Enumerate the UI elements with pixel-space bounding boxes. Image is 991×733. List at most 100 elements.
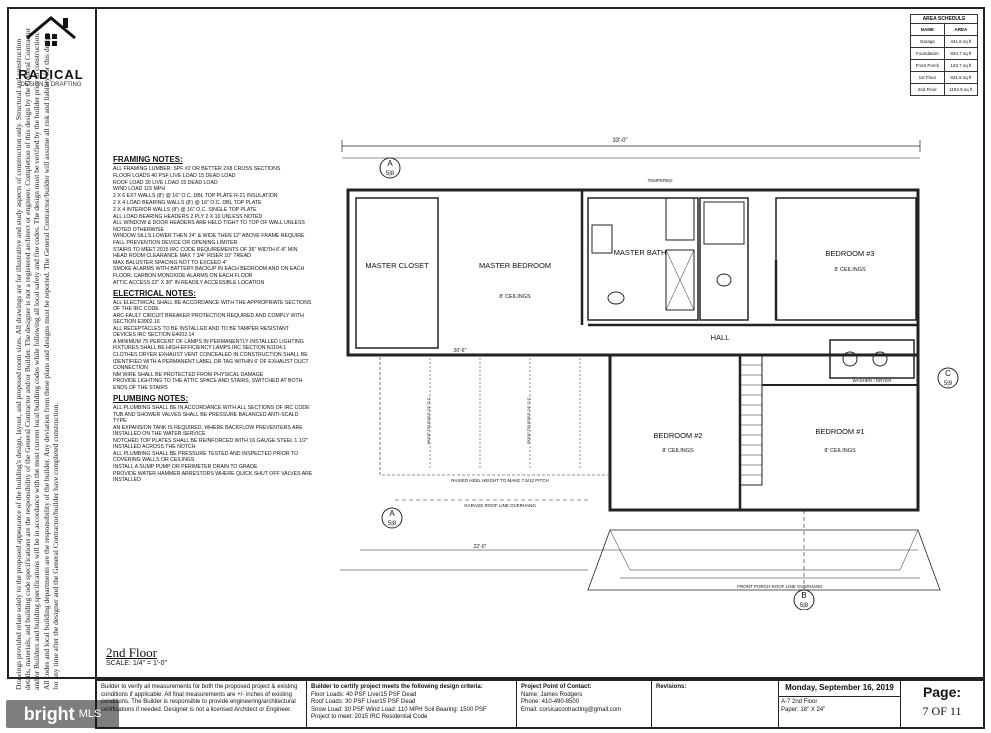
logo-name: RADICAL	[18, 67, 84, 82]
marker-sheet: 5|8	[800, 603, 809, 609]
framing-note: 2 X 4 LOAD BEARING WALLS (8') @ 16" O.C.…	[113, 199, 262, 206]
contact-title: Project Point of Contact:	[521, 684, 592, 690]
room-label-bedroom-2: BEDROOM #2	[653, 431, 702, 440]
area-value-cell: 123.7 sq ft	[943, 59, 979, 72]
electrical-note: ALL ELECTRICAL SHALL BE ACCORDANCE WITH …	[113, 299, 312, 313]
electrical-note: ALL RECEPTACLES TO BE INSTALLED AND TO B…	[113, 326, 289, 339]
area-value-cell: 441.6 sq ft	[943, 35, 979, 48]
contact-phone: Phone: 410-490-8500	[521, 699, 580, 705]
plumbing-note: AN EXPANSION TANK IS REQUIRED, WHERE BAC…	[113, 424, 303, 438]
drawing-frame	[95, 7, 985, 679]
framing-note: 2 X 4 INTERIOR WALLS (8') @ 16" O.C. SIN…	[113, 206, 257, 213]
framing-notes-list: ALL FRAMING LUMBER: SPF #2 OR BETTER 2X8…	[113, 166, 313, 286]
plumbing-note: ALL PLUMBING SHALL BE PRESSURE TESTED AN…	[113, 451, 298, 464]
section-marker-b-bottom: B 5|8	[793, 589, 815, 610]
framing-note: WIND LOAD 115 MPH	[113, 186, 166, 193]
area-name-cell: 2nd Floor	[910, 83, 945, 96]
garage-roof-note: GARAGE ROOF LINE OVERHANG	[464, 503, 536, 508]
area-value-cell: 931.8 sq ft	[943, 71, 979, 84]
marker-letter: B	[801, 591, 806, 600]
electrical-notes-title: ELECTRICAL NOTES:	[113, 288, 196, 298]
criteria-title: Builder to certify project meets the fol…	[311, 684, 483, 690]
framing-note: ATTIC ACCESS 22" X 30" IN READILY ACCESS…	[113, 279, 265, 286]
framing-note: FLOOR LOADS 40 PSF LIVE LOAD 15 DEAD LOA…	[113, 172, 236, 179]
framing-note: SMOKE ALARMS WITH BATTERY BACKUP IN EACH…	[113, 266, 305, 279]
plumbing-note: INSTALL A SUMP PUMP OR PERIMETER DRAIN T…	[113, 464, 258, 471]
framing-note: ALL WINDOW & DOOR HEADERS ARE HELD TIGHT…	[113, 220, 305, 233]
revisions-label: Revisions:	[656, 684, 687, 690]
electrical-note: A MINIMUM 75 PERCENT OF LAMPS IN PERMANE…	[113, 339, 304, 352]
plumbing-note: NOTCHED TOP PLATES SHALL BE REINFORCED W…	[113, 437, 308, 451]
framing-note: ROOF LOAD 30 LIVE LOAD 15 DEAD LOAD	[113, 179, 218, 186]
area-name-cell: Foundation	[910, 47, 945, 60]
dimension-mid: 20'-6"	[454, 348, 467, 354]
paper-size: Paper: 18" X 24"	[781, 706, 826, 713]
overall-dimension: 33'-0"	[612, 138, 627, 144]
house-logo-icon	[26, 16, 76, 46]
logo-tagline: DESIGN & DRAFTING	[20, 82, 82, 88]
section-marker-a-left: A 5|8	[379, 157, 401, 179]
contact-name: Name: James Rodgers	[521, 691, 583, 698]
revisions-box: Revisions:	[652, 681, 779, 727]
electrical-note: CLOTHES DRYER EXHAUST VENT CONCEALED IN …	[113, 352, 309, 371]
drawing-scale: SCALE: 1/4" = 1'-0"	[106, 660, 167, 667]
left-margin-panel	[7, 7, 95, 679]
ceiling-label: 8' CEILINGS	[834, 267, 866, 273]
area-name-cell: 1st Floor	[910, 71, 945, 84]
framing-note: ALL FRAMING LUMBER: SPF #2 OR BETTER 2X8…	[113, 166, 281, 172]
ceiling-label: 8' CEILINGS	[662, 448, 694, 454]
criteria-line: Roof Loads: 30 PSF Live/15 PSF Dead	[311, 699, 416, 705]
room-label-master-bath: MASTER BATH	[614, 248, 667, 257]
criteria-line: Floor Loads: 40 PSF Live/15 PSF Dead	[311, 691, 417, 698]
ceiling-label: 8' CEILINGS	[499, 294, 531, 300]
disclaimer-text: Drawings provided relate solely to the p…	[14, 28, 60, 690]
raised-heel-note: RAISED HEEL HEIGHT TO MAKE 7.5/12 PITCH	[451, 478, 549, 483]
page-box: Page: 7 OF 11	[901, 681, 983, 727]
marker-sheet: 5|8	[388, 521, 397, 527]
title-block: Builder to verify all measurements for b…	[95, 679, 985, 729]
electrical-note: ARC-FAULT CIRCUIT BREAKER PROTECTION REQ…	[113, 312, 304, 326]
watermark-badge: bright MLS	[6, 700, 119, 728]
tempered-note: TEMPERED	[647, 178, 673, 183]
area-header-area: AREA	[943, 23, 979, 36]
area-value-cell: 934.7 sq ft	[943, 47, 979, 60]
room-label-bedroom-1: BEDROOM #1	[815, 427, 864, 436]
room-label-master-closet: MASTER CLOSET	[365, 261, 429, 270]
framing-note: 2 X 6 EXT WALLS (8') @ 16" O.C. DBL TOP …	[113, 193, 278, 200]
marker-sheet: 5|8	[386, 171, 395, 177]
framing-note: MAX BALUSTER SPACING NOT TO EXCEED 4"	[113, 259, 228, 266]
page-number: 7 OF 11	[922, 704, 962, 718]
dimension-bottom: 22'-0"	[474, 544, 487, 550]
electrical-notes-list: ALL ELECTRICAL SHALL BE ACCORDANCE WITH …	[113, 300, 313, 391]
sheet-date: Monday, September 16, 2019	[785, 683, 894, 692]
plumbing-note: PROVIDE WATER HAMMER ARRESTORS WHERE QUI…	[113, 470, 313, 484]
criteria-line: Project to meet: 2015 IRC Residential Co…	[311, 714, 428, 720]
porch-roof-note: FRONT PORCH ROOF LINE OVERHANG	[737, 584, 823, 589]
design-criteria: Builder to certify project meets the fol…	[307, 681, 517, 727]
washer-dryer-label: WASHER / DRYER	[852, 378, 892, 383]
watermark-suffix: MLS	[78, 708, 102, 720]
page-label: Page:	[922, 684, 962, 700]
section-marker-c-right: C 5|9	[937, 367, 959, 389]
plumbing-notes-list: ALL PLUMBING SHALL BE IN ACCORDANCE WITH…	[113, 405, 313, 484]
builder-note: Builder to verify all measurements for b…	[97, 681, 307, 727]
plumbing-notes-title: PLUMBING NOTES:	[113, 394, 189, 403]
area-name-cell: Garage	[910, 35, 945, 48]
plumbing-note: ALL PLUMBING SHALL BE IN ACCORDANCE WITH…	[113, 405, 310, 411]
framing-note: STAIRS TO MEET 2015 IRC CODE REQUIREMENT…	[113, 246, 298, 259]
truss-note: ROOF TRUSSES 24" O.C.	[526, 396, 531, 444]
marker-sheet: 5|9	[944, 381, 953, 387]
marker-letter: A	[389, 509, 395, 518]
section-marker-a-bottom: A 5|8	[381, 507, 403, 529]
sheet-name: A-7 2nd Floor	[781, 699, 818, 705]
electrical-note: NM WIRE SHALL BE PROTECTED FROM PHYSICAL…	[113, 371, 264, 378]
floor-plan-drawing: B 5|8 A 5|8 A 5|8 C 5|9 B 5|8	[340, 138, 959, 610]
area-header-name: NAME	[910, 23, 945, 36]
project-contact: Project Point of Contact: Name: James Ro…	[517, 681, 652, 727]
